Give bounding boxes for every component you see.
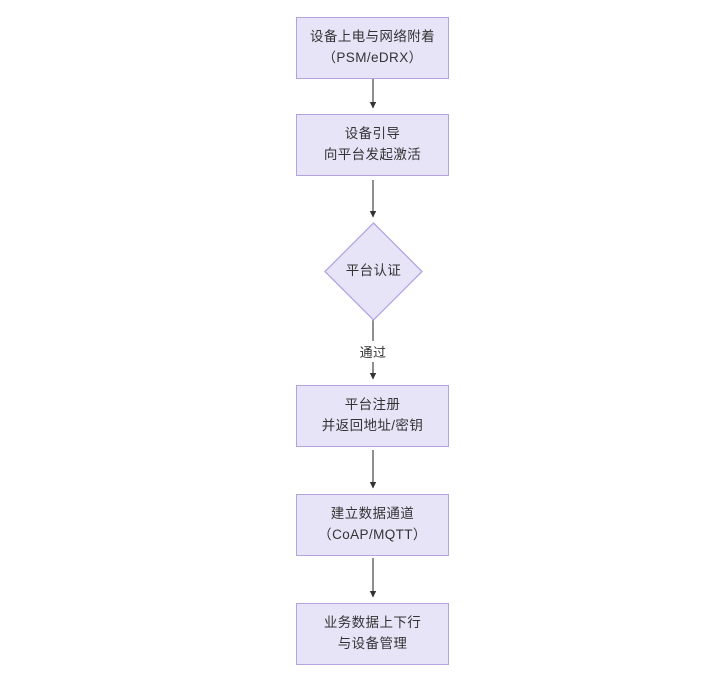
flow-node-line: 平台注册	[344, 397, 401, 413]
flow-node-line: 与设备管理	[337, 636, 408, 651]
flow-node-platform-register[interactable]: 平台注册 并返回地址/密钥	[296, 385, 449, 447]
diamond-shape	[324, 222, 423, 321]
flow-node-line: 设备上电与网络附着	[309, 29, 436, 45]
flow-node-line: 设备引导	[344, 126, 401, 142]
flow-node-establish-data-channel[interactable]: 建立数据通道 （CoAP/MQTT）	[296, 494, 449, 556]
flow-node-line: 建立数据通道	[330, 506, 415, 522]
flow-node-line: 平台认证	[345, 263, 402, 279]
flow-node-line: 向平台发起激活	[323, 147, 422, 162]
flow-node-line: （PSM/eDRX）	[322, 50, 423, 65]
flow-node-line: （CoAP/MQTT）	[318, 527, 427, 542]
flow-node-device-bootstrap[interactable]: 设备引导 向平台发起激活	[296, 114, 449, 176]
flow-node-line: 业务数据上下行	[323, 615, 422, 631]
flow-node-line: 并返回地址/密钥	[321, 418, 424, 433]
flow-node-business-data[interactable]: 业务数据上下行 与设备管理	[296, 603, 449, 665]
edge-label-pass: 通过	[357, 341, 389, 362]
flow-node-device-power-on[interactable]: 设备上电与网络附着 （PSM/eDRX）	[296, 17, 449, 79]
flow-node-platform-auth[interactable]: 平台认证	[324, 222, 423, 321]
